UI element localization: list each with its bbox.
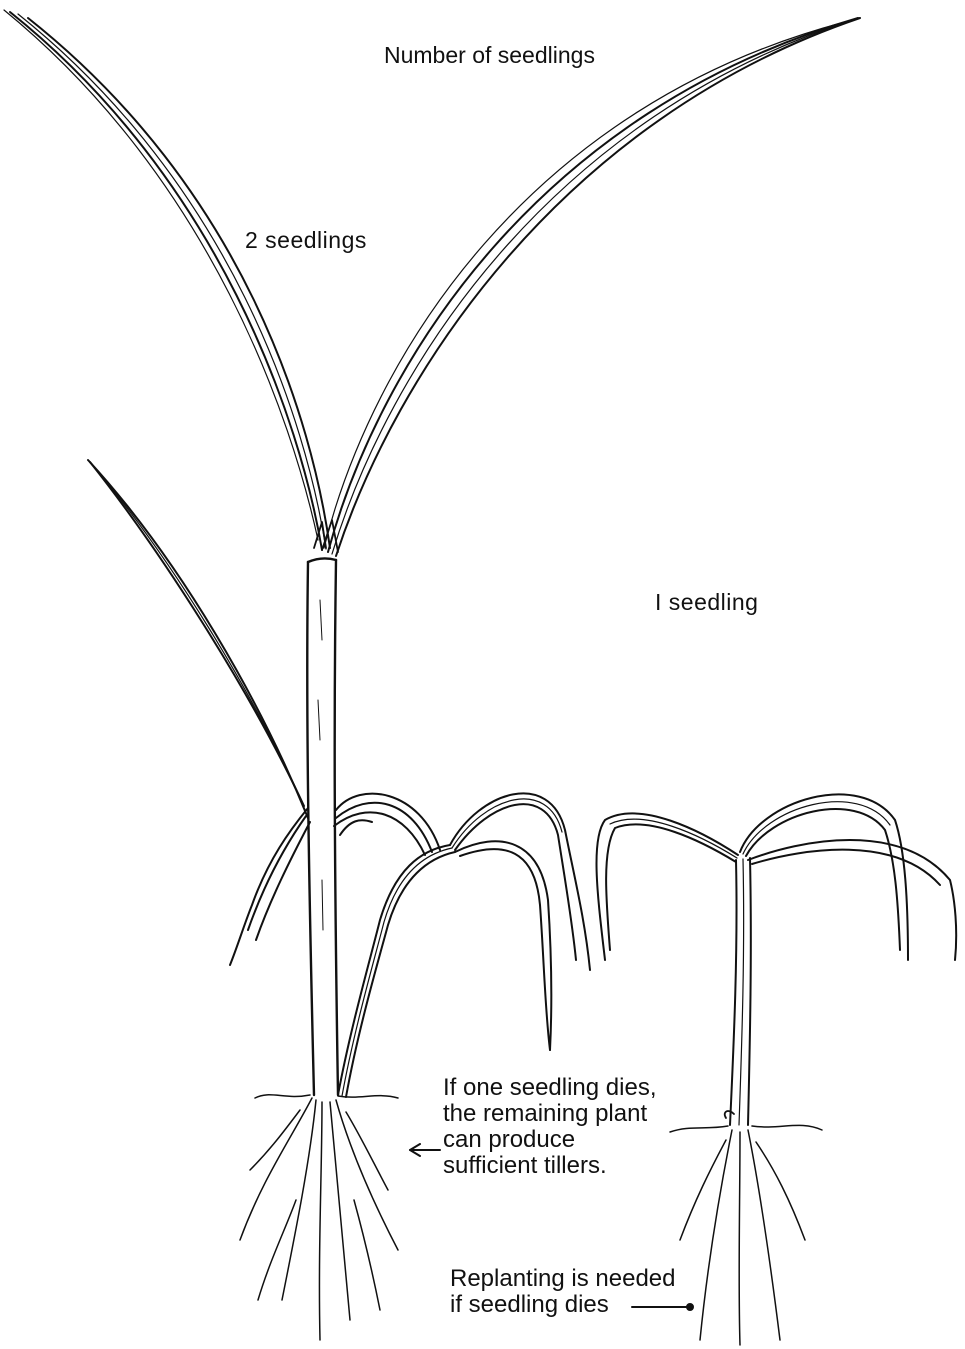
second-seedling-stem [338,845,455,1097]
second-seedling-leaves [450,793,590,1050]
note-replanting: Replanting is needed if seedling dies [450,1266,676,1318]
two-seedling-plant [4,10,860,1340]
one-seedling-plant [596,794,956,1345]
one-seedling-roots [670,1111,822,1345]
drooping-leaf-left [230,808,310,965]
figure-title: Number of seedlings [384,42,595,69]
curled-leaf-mid [334,794,440,855]
label-one-seedling: I seedling [655,589,758,616]
label-two-seedlings: 2 seedlings [245,227,367,254]
side-leaf-upper [88,460,308,818]
arrow-to-left-roots [410,1144,440,1156]
two-seedling-roots [240,1095,398,1340]
tall-leaf-right [324,18,860,556]
single-stem [730,858,751,1125]
note-one-dies: If one seedling dies, the remaining plan… [443,1075,656,1179]
single-leaf-right [740,794,956,960]
single-leaf-left [596,813,738,960]
tall-leaf-left [4,10,330,550]
